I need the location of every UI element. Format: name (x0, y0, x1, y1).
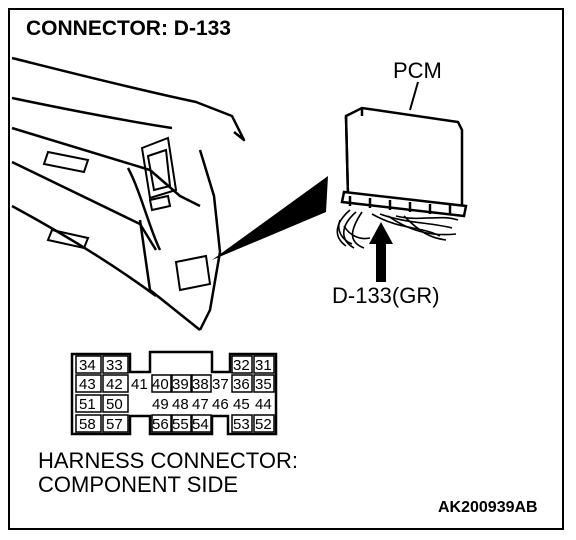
pin-45: 45 (233, 396, 250, 413)
svg-text:41: 41 (131, 376, 148, 393)
pin-37: 37 (212, 376, 229, 393)
svg-text:48: 48 (172, 396, 189, 413)
svg-text:32: 32 (233, 357, 250, 374)
dash-vent (42, 136, 178, 250)
svg-text:36: 36 (233, 376, 250, 393)
svg-text:44: 44 (255, 396, 272, 413)
svg-text:45: 45 (233, 396, 250, 413)
svg-text:56: 56 (152, 416, 169, 433)
svg-text:31: 31 (255, 357, 272, 374)
pin-55: 55 (171, 414, 192, 433)
harness-connector-caption-line2: COMPONENT SIDE (38, 472, 239, 497)
svg-text:49: 49 (152, 396, 169, 413)
svg-text:57: 57 (106, 416, 123, 433)
svg-text:51: 51 (79, 396, 96, 413)
svg-text:52: 52 (255, 416, 272, 433)
svg-text:37: 37 (212, 376, 229, 393)
connector-arrow (369, 222, 393, 282)
svg-text:47: 47 (192, 396, 209, 413)
pin-38: 38 (191, 374, 212, 393)
pin-48: 48 (172, 396, 189, 413)
pin-54: 54 (191, 414, 212, 433)
connector-housing (70, 350, 278, 436)
pin-34: 34 (75, 355, 102, 374)
pcm-label: PCM (393, 58, 442, 83)
pin-43: 43 (75, 374, 102, 393)
pin-53: 53 (231, 414, 253, 433)
svg-text:34: 34 (79, 357, 96, 374)
svg-text:58: 58 (79, 416, 96, 433)
svg-text:46: 46 (212, 396, 229, 413)
pin-36: 36 (231, 374, 253, 393)
pcm-module (340, 106, 468, 218)
connector-id-label: D-133(GR) (332, 283, 440, 308)
svg-text:53: 53 (233, 416, 250, 433)
pin-47: 47 (192, 396, 209, 413)
svg-text:42: 42 (106, 376, 123, 393)
pin-42: 42 (102, 374, 129, 393)
svg-text:55: 55 (172, 416, 189, 433)
pin-52: 52 (253, 414, 275, 433)
pin-57: 57 (102, 414, 129, 433)
pin-33: 33 (102, 355, 129, 374)
svg-text:38: 38 (192, 376, 209, 393)
dashboard-outline (11, 56, 246, 331)
svg-text:54: 54 (192, 416, 209, 433)
pin-51: 51 (75, 394, 102, 413)
pin-46: 46 (212, 396, 229, 413)
pin-40: 40 (151, 374, 172, 393)
pin-41: 41 (131, 376, 148, 393)
pin-49: 49 (152, 396, 169, 413)
svg-text:39: 39 (172, 376, 189, 393)
pin-35: 35 (253, 374, 275, 393)
diagram-frame (8, 8, 564, 530)
pin-32: 32 (231, 355, 253, 374)
harness-connector-caption-line1: HARNESS CONNECTOR: (38, 448, 298, 473)
callout-wedge (212, 176, 328, 260)
svg-text:43: 43 (79, 376, 96, 393)
connector-title: CONNECTOR: D-133 (26, 17, 231, 40)
pin-50: 50 (102, 394, 129, 413)
svg-text:33: 33 (106, 357, 123, 374)
wire-harness (336, 209, 459, 249)
svg-text:50: 50 (106, 396, 123, 413)
pin-56: 56 (151, 414, 172, 433)
svg-text:35: 35 (255, 376, 272, 393)
figure-code: AK200939AB (438, 499, 538, 516)
pin-39: 39 (171, 374, 192, 393)
pin-44: 44 (255, 396, 272, 413)
pin-31: 31 (253, 355, 275, 374)
pcm-leader-line (409, 81, 419, 111)
kick-panel-connector-location (174, 254, 212, 292)
pin-58: 58 (75, 414, 102, 433)
svg-text:40: 40 (152, 376, 169, 393)
